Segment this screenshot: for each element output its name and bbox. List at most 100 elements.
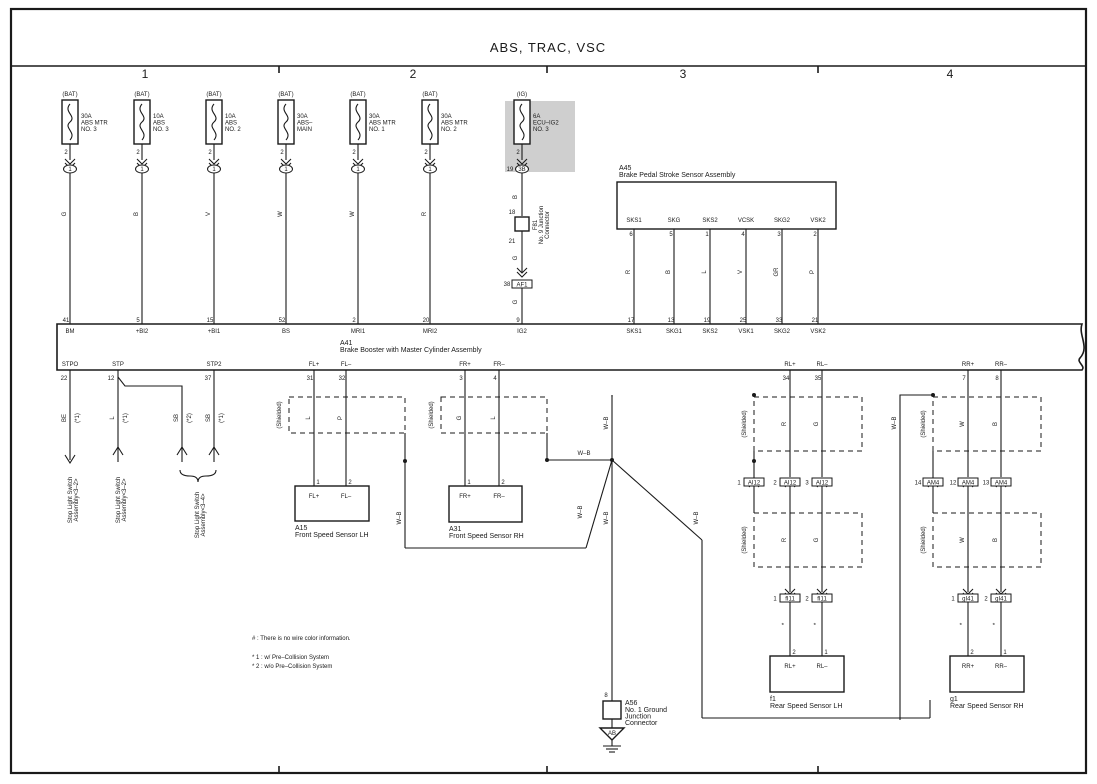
ground-label: Connector	[625, 720, 658, 727]
fuse-connector-id: 1	[428, 167, 432, 173]
sensor-name: Rear Speed Sensor LH	[770, 703, 842, 710]
ecu-terminal: SKS2	[702, 329, 718, 335]
wire-color: W–B	[604, 511, 610, 524]
fuse-label: ECU–IG2	[533, 121, 559, 127]
sensor-name: Rear Speed Sensor RH	[950, 703, 1024, 710]
section-label: 1	[142, 67, 149, 81]
wire-color: W–B	[892, 416, 898, 429]
ground-id: A56	[625, 700, 638, 707]
shield-box	[932, 512, 1042, 568]
fuse-label: ABS	[225, 121, 237, 127]
f81-pin-top: 18	[509, 210, 516, 216]
ecu-terminal: +BI1	[208, 329, 221, 335]
shield-label: (Shielded)	[921, 410, 927, 437]
a41-name: Brake Booster with Master Cylinder Assem…	[340, 347, 482, 354]
connector-pin: 2	[805, 597, 809, 603]
fuse-pin: 2	[280, 150, 284, 156]
section-label: 3	[680, 67, 687, 81]
ground-point-icon	[598, 727, 626, 741]
connector-pin: 3	[805, 481, 809, 487]
fuse-label: NO. 1	[369, 127, 385, 133]
ecu-pin: 31	[307, 376, 314, 382]
fuse-source: (IG)	[517, 92, 527, 98]
ecu-pin: 15	[207, 318, 214, 324]
ecu-terminal: +BI2	[136, 329, 149, 335]
fuse-label: 10A	[153, 114, 164, 120]
fuse-label: 30A	[441, 114, 452, 120]
wire-color: W–B	[577, 451, 590, 457]
ecu-pin: 4	[493, 376, 497, 382]
ig-connector-pin: 19	[507, 167, 514, 173]
sensor-terminal: RL+	[784, 664, 796, 670]
wire-color: *	[782, 622, 788, 625]
stop-light-label: Assembly<3–4>	[201, 493, 207, 537]
connector-pin: 13	[983, 481, 990, 487]
a45-pin: 1	[705, 232, 709, 238]
ecu-pin: 25	[740, 318, 747, 324]
connector-id: gI41	[962, 597, 974, 603]
ecu-terminal: BM	[66, 329, 75, 335]
a45-terminal: VCSK	[738, 218, 754, 224]
section-label: 2	[410, 67, 417, 81]
ecu-terminal: SKG1	[666, 329, 683, 335]
a45-brake-pedal-stroke-sensor: A45 Brake Pedal Stroke Sensor Assembly	[616, 165, 837, 230]
fuse-label: ABS MTR	[81, 121, 108, 127]
wire-color: SB	[206, 414, 212, 422]
wire-color: V	[206, 212, 212, 216]
ecu-terminal: FR+	[459, 362, 471, 368]
wire-color: G	[513, 255, 519, 260]
fuse-label: ABS–	[297, 121, 313, 127]
note-ref: (*1)	[219, 413, 225, 423]
stop-light-label: Stop Light Switch	[68, 477, 74, 523]
fuse-pin: 2	[208, 150, 212, 156]
wire-color: W–B	[578, 505, 584, 518]
fuse-element-icon	[355, 103, 361, 141]
splice-dot	[931, 393, 935, 397]
arrow-up-icon	[208, 445, 220, 456]
wire-color: BE	[62, 414, 68, 422]
sensor-pin: 2	[501, 480, 505, 486]
connector-id: AM4	[995, 481, 1008, 487]
ecu-terminal: FR–	[493, 362, 505, 368]
f81-label-text: No. 9 Junction	[539, 206, 545, 244]
ecu-terminal: STPO	[62, 362, 79, 368]
connector-id: AM4	[962, 481, 975, 487]
ground-label: Junction	[625, 714, 651, 721]
speed-sensor-box	[294, 485, 370, 522]
a45-pin: 5	[669, 232, 673, 238]
a45-name: Brake Pedal Stroke Sensor Assembly	[619, 172, 736, 179]
ecu-terminal: VSK2	[810, 329, 826, 335]
connector-id: AI12	[784, 481, 797, 487]
page-title: ABS, TRAC, VSC	[490, 40, 606, 55]
a45-pin: 6	[629, 232, 633, 238]
shield-box	[932, 396, 1042, 452]
connector-id: AM4	[927, 481, 940, 487]
wire-color: P	[338, 416, 344, 420]
wire-color: B	[993, 422, 999, 426]
stop-light-label: Assembly<3–2>	[74, 478, 80, 522]
sensor-terminal: RR–	[995, 664, 1008, 670]
wire-color: W	[960, 537, 966, 543]
fuse-source: (BAT)	[206, 92, 221, 98]
fuse-element-icon	[427, 103, 433, 141]
connector-pin: 2	[984, 597, 988, 603]
diagram-frame	[9, 7, 1088, 775]
ecu-pin: 7	[962, 376, 966, 382]
connector-pin: 1	[951, 597, 955, 603]
wire-color: L	[491, 416, 497, 420]
fuse-source: (BAT)	[134, 92, 149, 98]
sensor-terminal: FR–	[493, 494, 505, 500]
fuse-label: NO. 2	[225, 127, 241, 133]
ecu-terminal: SKS1	[626, 329, 642, 335]
ecu-pin: 32	[339, 376, 346, 382]
fuse-source: (BAT)	[422, 92, 437, 98]
ecu-terminal: MRI2	[423, 329, 438, 335]
sensor-pin: 1	[824, 650, 828, 656]
